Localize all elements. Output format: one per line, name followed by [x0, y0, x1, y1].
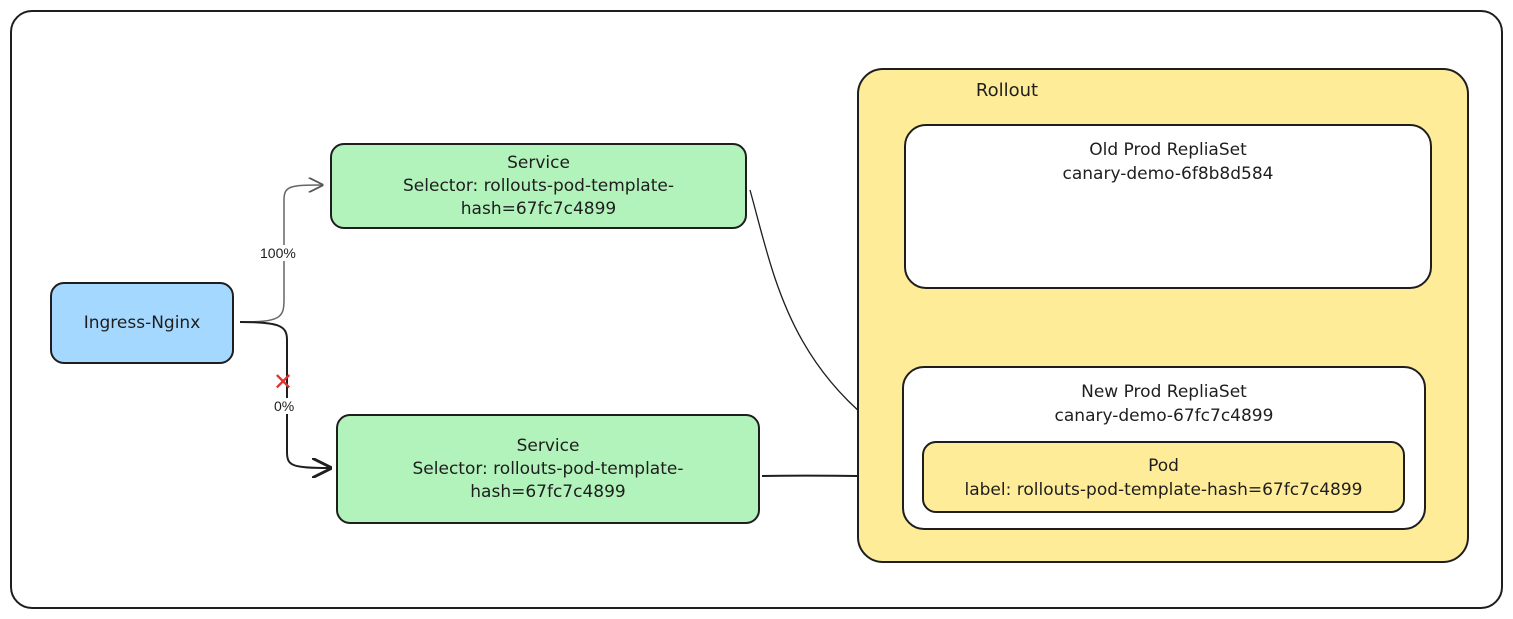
old-replicaset: Old Prod RepliaSet canary-demo-6f8b8d584 [904, 124, 1432, 289]
service-top-title: Service [507, 152, 570, 173]
old-replicaset-name: canary-demo-6f8b8d584 [1062, 164, 1274, 184]
new-replicaset-name: canary-demo-67fc7c4899 [1054, 406, 1274, 426]
service-bottom-title: Service [516, 435, 580, 456]
old-replicaset-title: Old Prod RepliaSet [1089, 140, 1247, 160]
service-top-selector-line1: Selector: rollouts-pod-template- [403, 175, 674, 196]
rollout-title: Rollout [975, 80, 1039, 101]
weight-label-top: 100% [258, 245, 298, 261]
canvas-frame [10, 10, 1503, 609]
service-bottom-selector-line2: hash=67fc7c4899 [470, 481, 626, 502]
pod-title: Pod [1148, 456, 1179, 476]
ingress-nginx-node: Ingress-Nginx [50, 282, 234, 364]
pod-label: label: rollouts-pod-template-hash=67fc7c… [964, 480, 1363, 500]
blocked-x-icon: ✕ [273, 368, 294, 396]
edge-ingress-to-service-bottom [239, 321, 330, 468]
service-top-selector-line2: hash=67fc7c4899 [460, 198, 617, 219]
pod-node: Pod label: rollouts-pod-template-hash=67… [922, 441, 1405, 513]
service-bottom-selector-line1: Selector: rollouts-pod-template- [412, 458, 684, 479]
service-bottom-node: Service Selector: rollouts-pod-template-… [336, 414, 760, 524]
ingress-label: Ingress-Nginx [83, 312, 201, 333]
service-top-node: Service Selector: rollouts-pod-template-… [330, 143, 747, 229]
new-replicaset-title: New Prod RepliaSet [1081, 382, 1247, 402]
weight-label-bottom: 0% [272, 398, 297, 414]
